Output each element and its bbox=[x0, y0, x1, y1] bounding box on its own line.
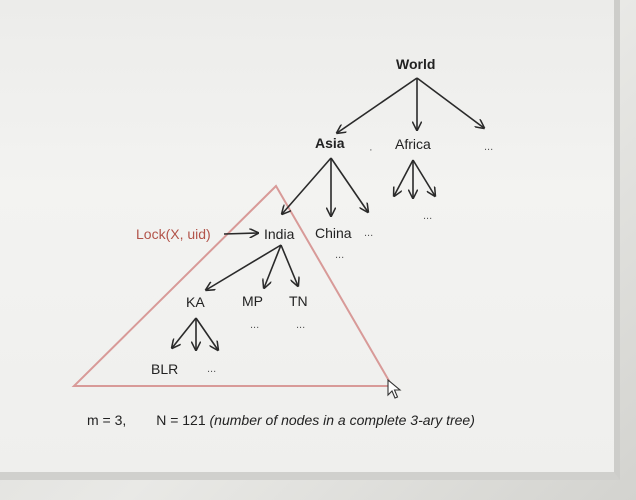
edges-asia bbox=[282, 157, 368, 216]
ellipsis-china-children: ... bbox=[335, 249, 344, 261]
ellipsis-africa-children: ... bbox=[423, 210, 432, 222]
node-india: India bbox=[264, 226, 295, 242]
mouse-pointer-icon bbox=[387, 378, 402, 399]
edges-ka bbox=[172, 317, 218, 350]
caption-m: m = 3, bbox=[87, 412, 127, 428]
locked-subtree-triangle bbox=[71, 184, 394, 387]
ellipsis-asia-side: · bbox=[369, 144, 373, 156]
ellipsis-world-more: ... bbox=[484, 141, 493, 153]
node-asia: Asia bbox=[315, 135, 345, 151]
edges-world bbox=[337, 77, 484, 133]
lock-arrow bbox=[223, 233, 258, 234]
ellipsis-asia-more: ... bbox=[364, 227, 373, 239]
node-mp: MP bbox=[242, 293, 263, 309]
edges-india bbox=[206, 244, 298, 290]
node-africa: Africa bbox=[395, 136, 431, 152]
node-world: World bbox=[396, 56, 435, 72]
node-ka: KA bbox=[186, 294, 205, 310]
caption: m = 3, N = 121 (number of nodes in a com… bbox=[87, 412, 475, 428]
screen-area bbox=[0, 0, 620, 480]
node-tn: TN bbox=[289, 293, 308, 309]
ellipsis-ka-more: ... bbox=[207, 363, 216, 375]
caption-description: (number of nodes in a complete 3-ary tre… bbox=[209, 412, 475, 428]
lock-call-label: Lock(X, uid) bbox=[136, 226, 211, 242]
node-china: China bbox=[315, 225, 352, 241]
ellipsis-tn-children: ... bbox=[296, 319, 305, 331]
caption-n: N = 121 bbox=[156, 412, 206, 428]
ellipsis-mp-children: ... bbox=[250, 319, 259, 331]
edges-africa bbox=[394, 159, 435, 198]
node-blr: BLR bbox=[151, 361, 178, 377]
